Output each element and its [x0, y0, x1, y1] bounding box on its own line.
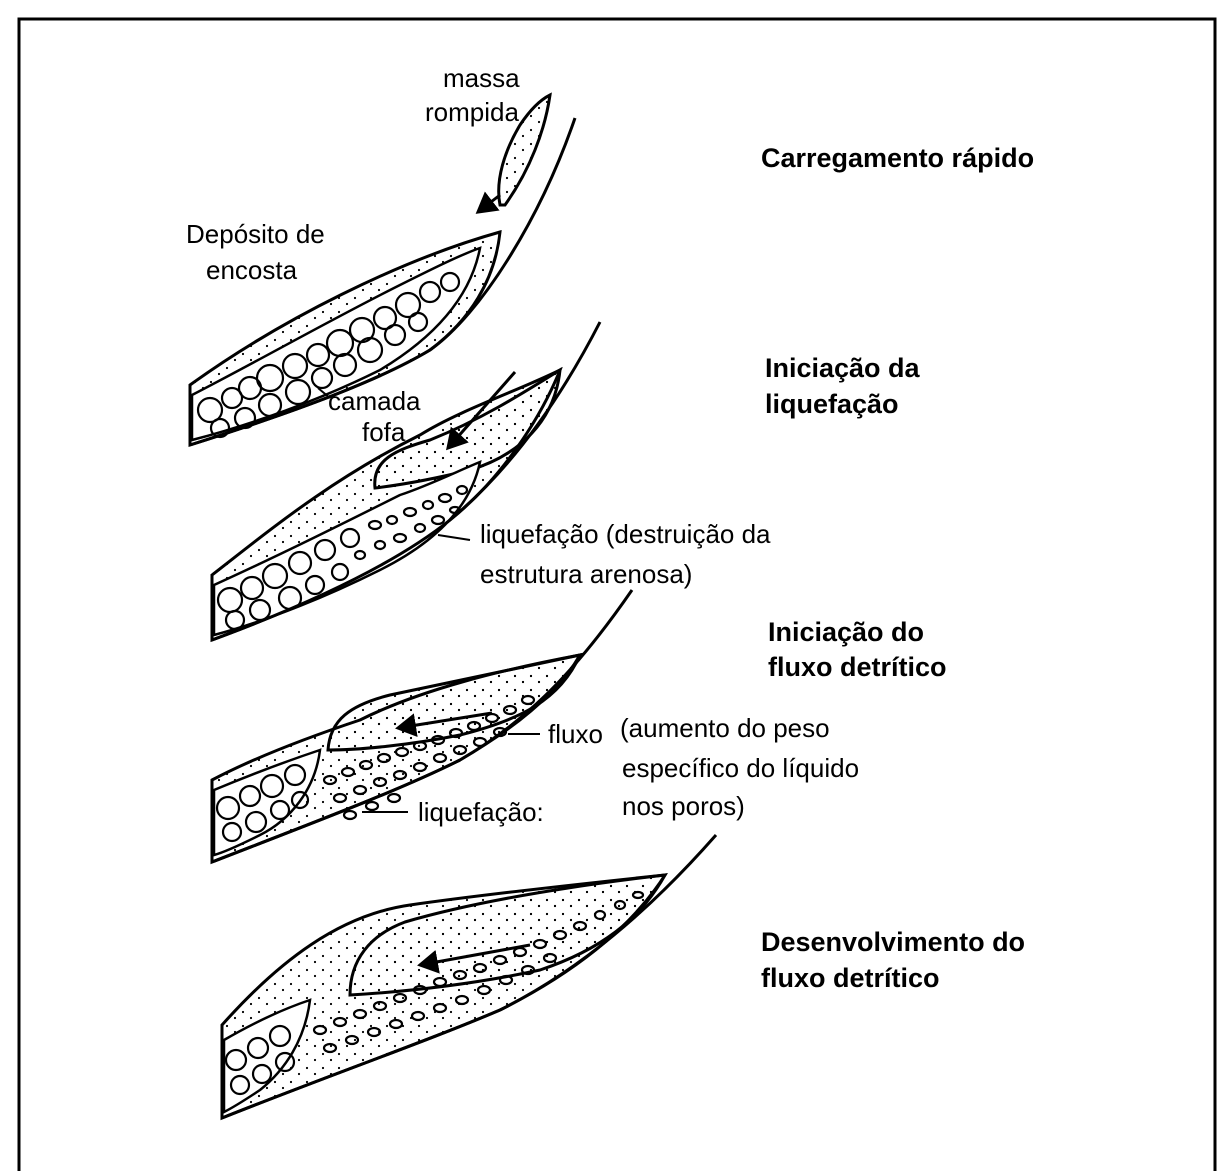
- stage-3-sketch: [210, 589, 634, 865]
- label-camada-fofa-1: camada: [328, 386, 421, 416]
- stage-title-4-line1: Desenvolvimento do: [761, 927, 1026, 957]
- label-massa-rompida-2: rompida: [425, 97, 519, 127]
- arrow-2: [446, 371, 517, 451]
- stage-title-2-line1: Iniciação da: [765, 353, 920, 383]
- label-camada-fofa-2: fofa: [362, 417, 406, 447]
- leader-liquefacao-2: [437, 534, 471, 541]
- label-fluxo: fluxo: [548, 719, 603, 749]
- rubble-4: [222, 998, 312, 1115]
- rubble-1: [190, 246, 482, 442]
- leader-camada-fofa: [317, 387, 331, 399]
- stage-title-3-line1: Iniciação do: [768, 617, 925, 647]
- stage-title-1-line1: Carregamento rápido: [761, 143, 1035, 173]
- label-aumento-3: nos poros): [622, 791, 745, 821]
- bedrock-line-3: [211, 589, 634, 864]
- arrow-1: [475, 191, 501, 214]
- clasts-2: [216, 484, 469, 631]
- label-massa-rompida-1: massa: [443, 63, 520, 93]
- arrow-4: [417, 943, 531, 974]
- label-aumento-2: específico do líquido: [622, 753, 860, 783]
- ruptured-mass-1: [497, 92, 552, 207]
- arrow-3: [395, 711, 493, 738]
- label-deposito-encosta-1: Depósito de: [186, 219, 325, 249]
- stage-title-2-line2: liquefação: [765, 389, 899, 419]
- label-liquefacao-3: liquefação:: [418, 797, 544, 827]
- label-aumento-1: (aumento do peso: [620, 713, 830, 743]
- label-deposito-encosta-2: encosta: [206, 255, 298, 285]
- bedrock-line-4: [221, 834, 718, 1120]
- label-liquefacao-destruicao-2: estrutura arenosa): [480, 559, 693, 589]
- bedrock-line-1: [189, 117, 577, 447]
- clasts-1: [196, 271, 461, 439]
- figure-border: [17, 17, 1217, 1171]
- clasts-4: [224, 890, 645, 1096]
- stage-1-sketch: [188, 92, 577, 448]
- bedrock-line-2: [211, 321, 602, 642]
- label-liquefacao-destruicao-1: liquefação (destruição da: [480, 519, 771, 549]
- stage-title-3-line2: fluxo detrítico: [768, 652, 947, 682]
- stage-4-sketch: [220, 834, 718, 1121]
- stage-title-4-line2: fluxo detrítico: [761, 963, 940, 993]
- stage-2-sketch: [210, 321, 602, 643]
